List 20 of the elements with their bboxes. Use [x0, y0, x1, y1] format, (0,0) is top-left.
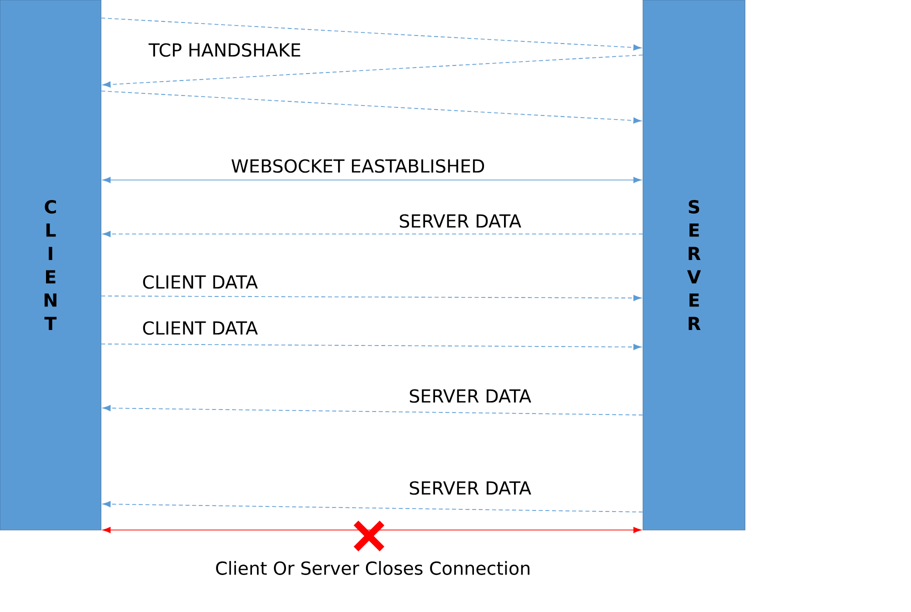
arrow	[100, 18, 642, 51]
edge-label: SERVER DATA	[397, 212, 523, 230]
lifeline-bar: S E R V E R	[642, 0, 746, 530]
edge-label: CLIENT DATA	[140, 274, 260, 290]
arrow	[102, 54, 644, 88]
arrow	[102, 501, 644, 512]
edge-label: WEBSOCKET EASTABLISHED	[230, 158, 486, 174]
edge-label: SERVER DATA	[407, 480, 533, 496]
arrow	[102, 176, 642, 184]
arrow	[102, 405, 644, 416]
arrow	[100, 294, 642, 302]
edge-label: SERVER DATA	[407, 388, 533, 404]
edge-label: TCP HANDSHAKE	[147, 42, 303, 58]
arrow	[102, 230, 644, 238]
edge-label: Client Or Server Closes Connection	[214, 560, 532, 576]
arrow	[100, 90, 642, 124]
lifeline-bar: C L I E N T	[0, 0, 102, 530]
arrow	[102, 526, 642, 534]
arrow	[100, 344, 642, 350]
edge-label: CLIENT DATA	[140, 320, 260, 336]
